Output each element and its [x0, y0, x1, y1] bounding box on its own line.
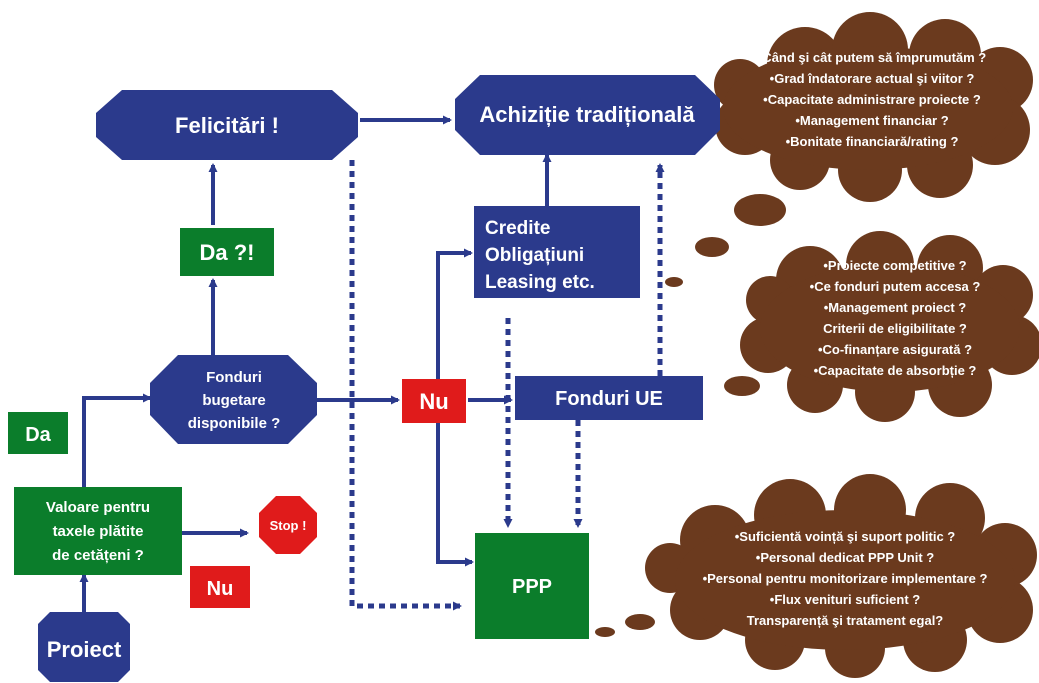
fonduri-bugetare-node: Fonduri bugetare disponibile ? [150, 355, 317, 444]
cloud-bottom-item: •Personal dedicat PPP Unit ? [756, 550, 934, 565]
cloud-middle-text: •Proiecte competitive ? •Ce fonduri pute… [810, 258, 981, 378]
thought-cloud-bottom [595, 474, 1037, 678]
felicitari-label: Felicitări ! [175, 113, 279, 138]
thought-bubble [695, 237, 729, 257]
arrow-nu-to-ppp [436, 418, 474, 567]
credite-line-3: Leasing etc. [485, 272, 595, 293]
arrow-nu-to-credite [436, 248, 473, 384]
cloud-bottom-item: •Personal pentru monitorizare implementa… [703, 571, 988, 586]
fonduri-ue-label: Fonduri UE [555, 388, 663, 410]
da-left-badge: Da [8, 412, 68, 454]
cloud-bottom-text: •Suficientă voință şi suport politic ? •… [703, 529, 988, 628]
thought-bubble [595, 627, 615, 637]
achizitie-label: Achiziție tradițională [479, 102, 695, 127]
stop-label: Stop ! [270, 518, 307, 533]
fonduri-line-2: bugetare [202, 392, 265, 409]
nu-left-label: Nu [207, 578, 234, 600]
cloud-bottom-item: Transparență şi tratament egal? [747, 613, 944, 628]
cloud-middle-item: •Proiecte competitive ? [823, 258, 966, 273]
thought-bubble [724, 376, 760, 396]
nu-left-badge: Nu [190, 566, 250, 608]
cloud-middle-item: •Ce fonduri putem accesa ? [810, 279, 981, 294]
da-question-badge: Da ?! [180, 228, 274, 276]
thought-cloud-middle [724, 231, 1039, 422]
cloud-middle-item: •Co-finanțare asigurată ? [818, 342, 972, 357]
thought-cloud-top [665, 12, 1033, 287]
proiect-label: Proiect [47, 637, 122, 662]
thought-bubble [665, 277, 683, 287]
fonduri-ue-node: Fonduri UE [515, 376, 703, 420]
cloud-bottom-item: •Suficientă voință şi suport politic ? [735, 529, 956, 544]
cloud-top-item: •Grad îndatorare actual şi viitor ? [770, 71, 975, 86]
valoare-line-1: Valoare pentru [46, 499, 150, 516]
cloud-top-item: •Bonitate financiară/rating ? [786, 134, 959, 149]
connectors [79, 115, 552, 612]
stop-node: Stop ! [259, 496, 317, 554]
valoare-node: Valoare pentru taxele plătite de cetățen… [14, 487, 182, 575]
cloud-middle-item: Criterii de eligibilitate ? [823, 321, 967, 336]
ppp-label: PPP [512, 576, 552, 598]
thought-bubble [734, 194, 786, 226]
cloud-top-item: •Când şi cât putem să împrumutăm ? [758, 50, 987, 65]
fonduri-line-1: Fonduri [206, 369, 262, 386]
credite-line-2: Obligațiuni [485, 245, 584, 266]
proiect-node: Proiect [38, 612, 130, 682]
credite-node: Credite Obligațiuni Leasing etc. [474, 206, 640, 298]
nu-center-label: Nu [419, 389, 448, 414]
valoare-line-3: de cetățeni ? [52, 547, 144, 564]
valoare-line-2: taxele plătite [53, 523, 144, 540]
cloud-middle-item: •Management proiect ? [824, 300, 967, 315]
cloud-middle-item: •Capacitate de absorbție ? [814, 363, 977, 378]
da-left-label: Da [25, 424, 51, 446]
fonduri-line-3: disponibile ? [188, 415, 281, 432]
credite-line-1: Credite [485, 218, 550, 239]
ppp-node: PPP [475, 533, 589, 639]
nu-center-badge: Nu [402, 379, 466, 423]
thought-bubble [625, 614, 655, 630]
cloud-top-item: •Capacitate administrare proiecte ? [763, 92, 981, 107]
cloud-top-text: •Când şi cât putem să împrumutăm ? •Grad… [758, 50, 987, 149]
cloud-bottom-item: •Flux venituri suficient ? [770, 592, 921, 607]
achizitie-node: Achiziție tradițională [455, 75, 720, 155]
felicitari-node: Felicitări ! [96, 90, 358, 160]
dotted-felicitari-to-ppp [349, 160, 462, 611]
da-question-label: Da ?! [200, 240, 255, 265]
dotted-connectors [349, 160, 665, 611]
cloud-top-item: •Management financiar ? [795, 113, 948, 128]
arrow-valoare-to-fonduri [82, 393, 152, 487]
